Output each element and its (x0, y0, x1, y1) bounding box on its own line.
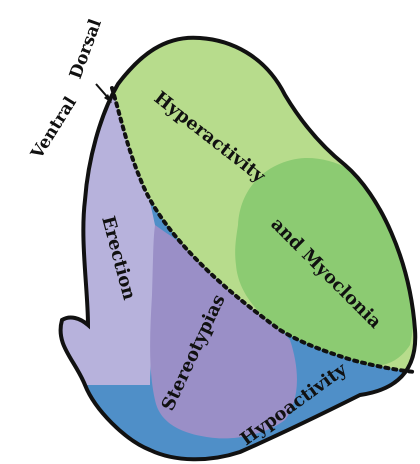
orientation-arrow (96, 84, 112, 103)
dorsal-label: Dorsal (66, 16, 106, 82)
ventral-label: Ventral (27, 93, 81, 163)
